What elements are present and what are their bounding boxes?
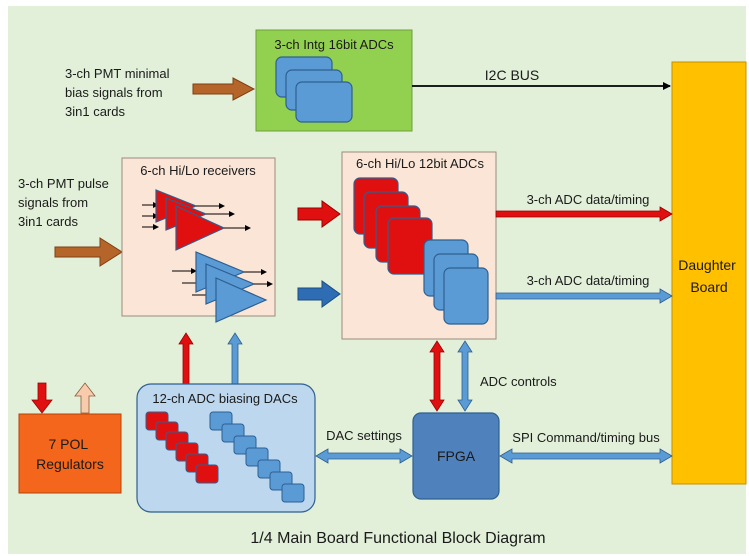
daughter-board-block — [671, 61, 747, 485]
dac-settings-label: DAC settings — [326, 428, 402, 443]
fpga-block — [412, 412, 500, 500]
minimal-bias-label: 3-ch PMT minimal bias signals from 3in1 … — [65, 66, 173, 119]
intg-adc-title: 3-ch Intg 16bit ADCs — [274, 37, 394, 52]
daughter-board-label: Daughter Board — [678, 257, 739, 295]
dac-blue-chips — [209, 411, 305, 503]
fpga-label: FPGA — [437, 448, 476, 464]
intg-adc-chips — [275, 56, 353, 123]
adc-controls-blue-arrow — [457, 340, 473, 412]
adc-data-label-1: 3-ch ADC data/timing — [527, 192, 650, 207]
adc12-blue-chips — [423, 239, 489, 325]
adc-data-label-2: 3-ch ADC data/timing — [527, 273, 650, 288]
minimal-bias-arrow — [192, 77, 256, 101]
pol-down-arrow — [31, 382, 53, 414]
spi-bus — [499, 448, 673, 464]
pulse-input-label: 3-ch PMT pulse signals from 3in1 cards — [18, 176, 112, 229]
pol-up-arrow — [74, 382, 96, 414]
spi-bus-label: SPI Command/timing bus — [512, 430, 660, 445]
diagram-caption: 1/4 Main Board Functional Block Diagram — [250, 530, 545, 547]
dac-settings-bus — [315, 448, 413, 464]
adc-controls-label: ADC controls — [480, 374, 557, 389]
i2c-bus-label: I2C BUS — [485, 67, 539, 83]
dac-title: 12-ch ADC biasing DACs — [152, 391, 298, 406]
pulse-input-arrow — [54, 237, 123, 267]
receivers-title: 6-ch Hi/Lo receivers — [140, 163, 256, 178]
dac-to-receivers-red-arrow — [178, 332, 194, 385]
adc-controls-red-arrow — [429, 340, 445, 412]
pol-regulators-label: 7 POL Regulators — [36, 436, 104, 472]
dac-red-chips — [145, 411, 219, 484]
adc12-red-chips — [353, 177, 433, 275]
dac-to-receivers-blue-arrow — [227, 332, 243, 385]
adc12-title: 6-ch Hi/Lo 12bit ADCs — [356, 156, 484, 171]
adc-data-blue-bus — [495, 288, 673, 304]
receivers-to-adc-blue-arrow — [297, 280, 341, 308]
adc-data-red-bus — [495, 206, 673, 222]
receivers-to-adc-red-arrow — [297, 200, 341, 228]
pol-regulators-block — [18, 413, 122, 494]
receiver-amplifiers — [142, 189, 273, 323]
